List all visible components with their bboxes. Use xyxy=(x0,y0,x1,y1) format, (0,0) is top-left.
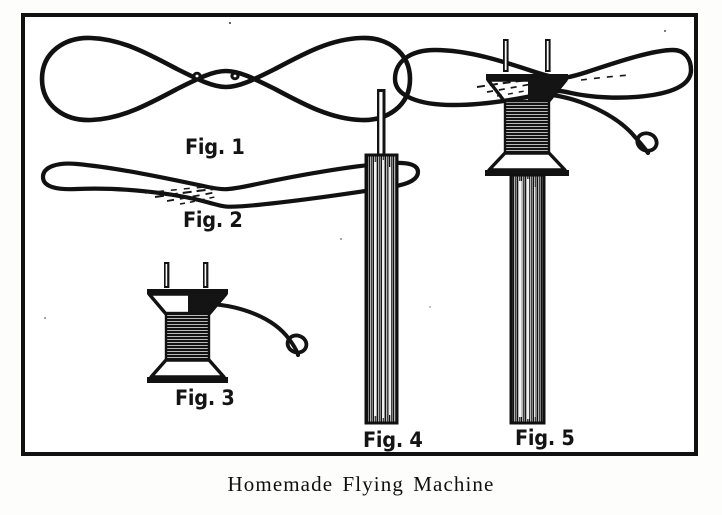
fig5-wire-eye xyxy=(635,131,659,153)
figure-frame: Fig. 1 Fig. 2 Fig. 3 Fig. 4 Fig. 5 xyxy=(21,13,698,456)
fig4-shaft xyxy=(364,89,399,425)
fig3-spool xyxy=(147,262,309,383)
fig3-spool-barrel xyxy=(166,313,209,360)
fig5-spool-barrel xyxy=(505,101,549,153)
fig1-label: Fig. 1 xyxy=(185,135,245,159)
fig5-wire xyxy=(549,92,651,156)
figures-drawing xyxy=(39,21,694,425)
fig2-label: Fig. 2 xyxy=(183,208,243,232)
fig4-stick xyxy=(366,155,397,423)
fig3-wire-eye xyxy=(285,333,309,355)
fig3-wire xyxy=(209,302,300,357)
fig4-label: Fig. 4 xyxy=(363,428,423,452)
fig1-propeller-blank xyxy=(39,35,413,123)
fig3-label: Fig. 3 xyxy=(175,386,235,410)
plate-caption: Homemade Flying Machine xyxy=(227,472,495,496)
fig2-propeller-edge xyxy=(40,160,421,209)
fig5-label: Fig. 5 xyxy=(515,426,575,450)
fig5-assembly xyxy=(392,39,694,425)
